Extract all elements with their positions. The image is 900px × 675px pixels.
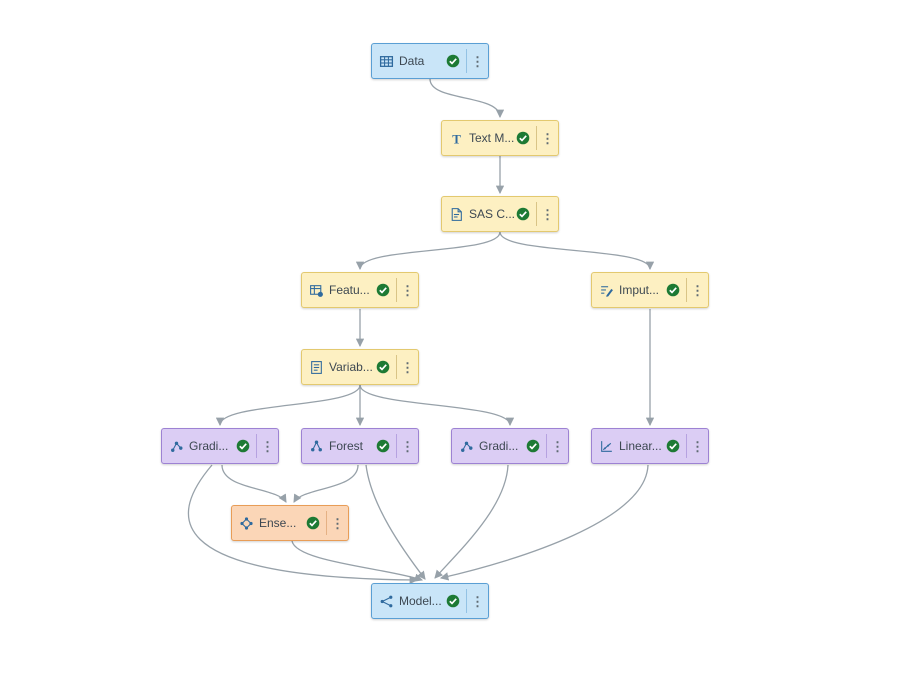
edge-sas-code-to-imputation [499, 231, 655, 271]
kebab-menu-icon[interactable]: ⋮ [401, 359, 414, 375]
edge-gradient-boosting-1-to-ensemble [221, 464, 287, 503]
status-success-icon [376, 439, 390, 453]
kebab-menu-icon[interactable]: ⋮ [331, 515, 344, 531]
divider [396, 278, 397, 302]
node-label: SAS C... [469, 207, 514, 221]
gradient-boosting-icon [459, 439, 474, 454]
edge-linear-regression-to-model-comparison [439, 464, 649, 581]
pipeline-node-sas-code[interactable]: SAS C... ⋮ [441, 196, 559, 232]
pipeline-node-text-mining[interactable]: T Text M... ⋮ [441, 120, 559, 156]
forest-icon [309, 439, 324, 454]
divider [396, 355, 397, 379]
pipeline-node-data[interactable]: Data ⋮ [371, 43, 489, 79]
status-success-icon [446, 594, 460, 608]
status-success-icon [516, 207, 530, 221]
pipeline-node-gradient-boosting-2[interactable]: Gradi... ⋮ [451, 428, 569, 464]
divider [546, 434, 547, 458]
divider [326, 511, 327, 535]
pipeline-node-variable-selection[interactable]: Variab... ⋮ [301, 349, 419, 385]
divider [256, 434, 257, 458]
kebab-menu-icon[interactable]: ⋮ [551, 438, 564, 454]
kebab-menu-icon[interactable]: ⋮ [541, 206, 554, 222]
kebab-menu-icon[interactable]: ⋮ [471, 593, 484, 609]
edge-ensemble-to-model-comparison [291, 540, 424, 582]
status-success-icon [666, 439, 680, 453]
node-label: Data [399, 54, 425, 68]
status-success-icon [376, 283, 390, 297]
node-label: Model... [399, 594, 442, 608]
node-label: Linear... [619, 439, 662, 453]
kebab-menu-icon[interactable]: ⋮ [401, 282, 414, 298]
edge-variable-selection-to-gradient-boosting-2 [359, 384, 515, 427]
divider [536, 202, 537, 226]
divider [466, 589, 467, 613]
node-label: Gradi... [479, 439, 519, 453]
sas-code-file-icon [449, 207, 464, 222]
edge-forest-to-model-comparison [365, 464, 426, 580]
ensemble-icon [239, 516, 254, 531]
pipeline-node-model-comparison[interactable]: Model... ⋮ [371, 583, 489, 619]
gradient-boosting-icon [169, 439, 184, 454]
pipeline-node-imputation[interactable]: Imput... ⋮ [591, 272, 709, 308]
node-label: Featu... [329, 283, 370, 297]
node-label: Variab... [329, 360, 373, 374]
divider [466, 49, 467, 73]
linear-regression-icon [599, 439, 614, 454]
divider [686, 434, 687, 458]
status-success-icon [516, 131, 530, 145]
status-success-icon [446, 54, 460, 68]
node-label: Forest [329, 439, 364, 453]
edge-sas-code-to-feature-extraction [355, 231, 501, 271]
divider [396, 434, 397, 458]
kebab-menu-icon[interactable]: ⋮ [471, 53, 484, 69]
edge-data-to-text-mining [429, 78, 505, 119]
kebab-menu-icon[interactable]: ⋮ [541, 130, 554, 146]
node-label: Ense... [259, 516, 297, 530]
pipeline-node-gradient-boosting-1[interactable]: Gradi... ⋮ [161, 428, 279, 464]
status-success-icon [666, 283, 680, 297]
status-success-icon [236, 439, 250, 453]
status-success-icon [376, 360, 390, 374]
text-mining-icon: T [449, 131, 464, 146]
node-label: Text M... [469, 131, 514, 145]
kebab-menu-icon[interactable]: ⋮ [691, 282, 704, 298]
divider [536, 126, 537, 150]
node-label: Gradi... [189, 439, 229, 453]
svg-text:T: T [452, 132, 461, 146]
status-success-icon [306, 516, 320, 530]
pipeline-node-feature-extraction[interactable]: Featu... ⋮ [301, 272, 419, 308]
pipeline-node-ensemble[interactable]: Ense... ⋮ [231, 505, 349, 541]
imputation-icon [599, 283, 614, 298]
edge-gradient-boosting-2-to-model-comparison [434, 464, 509, 579]
edge-forest-to-ensemble [293, 464, 359, 503]
node-label: Imput... [619, 283, 660, 297]
status-success-icon [526, 439, 540, 453]
kebab-menu-icon[interactable]: ⋮ [691, 438, 704, 454]
data-table-icon [379, 54, 394, 69]
feature-extraction-icon [309, 283, 324, 298]
divider [686, 278, 687, 302]
variable-selection-icon [309, 360, 324, 375]
model-comparison-icon [379, 594, 394, 609]
edge-variable-selection-to-gradient-boosting-1 [215, 384, 361, 427]
pipeline-node-linear-regression[interactable]: Linear... ⋮ [591, 428, 709, 464]
pipeline-node-forest[interactable]: Forest ⋮ [301, 428, 419, 464]
kebab-menu-icon[interactable]: ⋮ [261, 438, 274, 454]
kebab-menu-icon[interactable]: ⋮ [401, 438, 414, 454]
